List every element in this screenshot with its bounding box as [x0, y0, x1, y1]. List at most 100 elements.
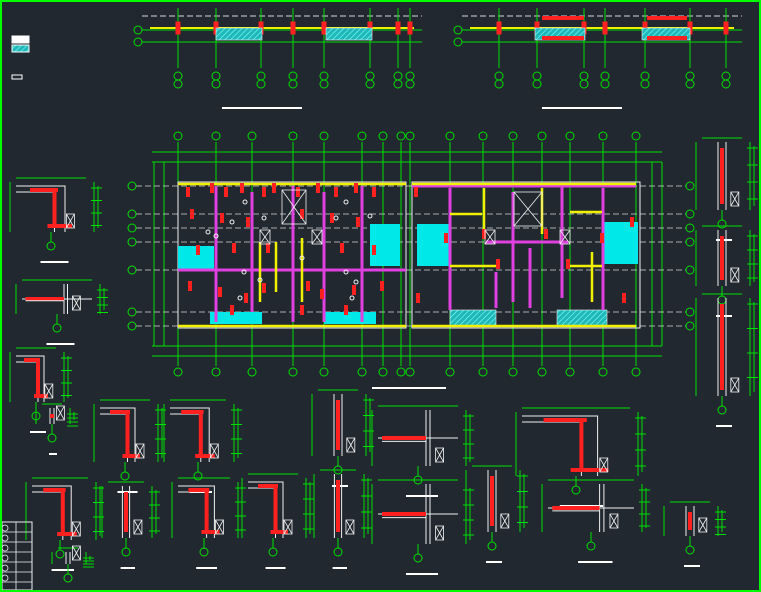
pipe-circle: [213, 233, 219, 239]
axis-bubble: [63, 573, 73, 583]
pipe-circle: [333, 215, 339, 221]
detail-section-14: [371, 479, 474, 575]
axis-bubble: [445, 131, 455, 141]
axis-bubble: [357, 131, 367, 141]
axis-bubble: [494, 79, 504, 89]
cross-line: [500, 513, 510, 529]
pipe-circle: [237, 295, 243, 301]
detail-section-18: [695, 137, 758, 241]
legend-swatches: [11, 35, 30, 80]
title-block-frame: [2, 521, 33, 590]
axis-bubble: [319, 79, 329, 89]
axis-bubble: [247, 131, 257, 141]
column-mark: [224, 187, 228, 197]
axis-bubble: [173, 71, 183, 81]
axis-bubble: [365, 71, 375, 81]
wall-outline: [522, 415, 599, 476]
pipe-circle: [257, 277, 263, 283]
title-block-marker: [2, 554, 9, 562]
title-block-marker: [2, 564, 9, 572]
axis-bubble: [532, 71, 542, 81]
axis-bubble: [288, 131, 298, 141]
column-mark: [272, 183, 276, 193]
wall-outline: [170, 407, 210, 462]
joint-box: [730, 377, 740, 393]
joint-box: [345, 519, 355, 535]
column-mark: [542, 16, 584, 20]
column-mark: [566, 259, 570, 269]
column-mark: [380, 281, 384, 291]
detail-section-12: [241, 473, 314, 569]
cross-line: [66, 213, 75, 229]
joint-box: [72, 295, 81, 311]
detail-section-03: [9, 347, 72, 433]
axis-bubble: [640, 71, 650, 81]
detail-section-16: [541, 479, 650, 563]
axis-bubble: [211, 131, 221, 141]
axis-bubble: [717, 219, 727, 229]
axis-bubble: [173, 79, 183, 89]
detail-section-06: [311, 389, 374, 487]
axis-bubble: [487, 541, 497, 551]
axis-bubble: [211, 367, 221, 377]
hatched-slab: [215, 27, 263, 41]
title-block-marker: [2, 574, 9, 582]
axis-bubble: [631, 367, 641, 377]
axis-bubble: [173, 367, 183, 377]
column-mark: [188, 281, 192, 291]
axis-bubble: [685, 545, 695, 555]
wall-outline: [16, 185, 66, 232]
axis-bubble: [600, 71, 610, 81]
detail-section-13: [313, 469, 372, 569]
axis-bubble: [199, 547, 209, 557]
detail-section-09: [25, 477, 104, 571]
axis-bubble: [393, 79, 403, 89]
axis-bubble: [631, 131, 641, 141]
axis-bubble: [127, 307, 137, 317]
axis-bubble: [685, 321, 695, 331]
column-mark: [344, 305, 348, 315]
stair-opening: [513, 191, 543, 227]
cross-line: [559, 229, 571, 245]
title-block: [2, 521, 33, 590]
axis-bubble: [127, 237, 137, 247]
axis-bubble: [133, 37, 143, 47]
axis-bubble: [127, 321, 137, 331]
column-mark: [330, 213, 334, 223]
axis-bubble: [598, 367, 608, 377]
title-block-marker: [2, 524, 9, 532]
cross-line: [259, 229, 271, 245]
cross-line: [484, 229, 496, 245]
top-plan-strip-left: [133, 8, 422, 109]
axis-bubble: [288, 367, 298, 377]
cross-line: [133, 519, 143, 535]
column-mark: [622, 293, 626, 303]
axis-bubble: [571, 485, 581, 495]
joint-box: [500, 513, 510, 529]
cross-line: [435, 525, 444, 541]
axis-bubble: [405, 131, 415, 141]
column-mark: [244, 293, 248, 303]
cyan-room-fill: [210, 312, 262, 324]
hatched-slab: [449, 309, 497, 327]
cross-line: [311, 229, 323, 245]
column-mark: [321, 21, 327, 35]
cross-line: [283, 519, 293, 535]
wall-outline: [100, 407, 136, 462]
axis-bubble: [532, 79, 542, 89]
axis-bubble: [378, 367, 388, 377]
column-mark: [306, 281, 310, 291]
cross-line: [56, 405, 65, 421]
axis-bubble: [405, 71, 415, 81]
cross-line: [72, 295, 81, 311]
legend-swatch-small: [11, 74, 23, 80]
joint-box: [599, 457, 609, 473]
axis-bubble: [537, 131, 547, 141]
hatched-slab: [325, 27, 373, 41]
column-mark: [407, 21, 413, 35]
joint-box: [71, 521, 81, 537]
column-mark: [372, 245, 376, 255]
cross-line: [599, 457, 609, 473]
